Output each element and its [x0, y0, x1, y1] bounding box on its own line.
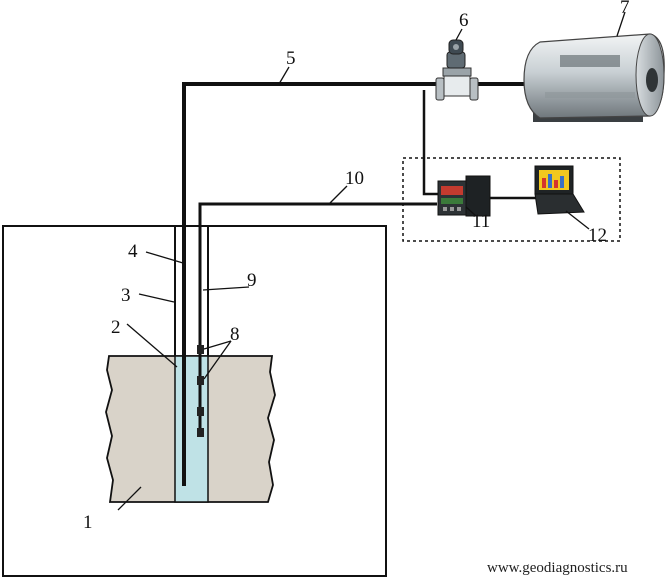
- flowmeter-to-controller-line: [422, 90, 438, 196]
- gas-supply-pipe: [182, 82, 438, 486]
- sensor-tip: [197, 428, 204, 437]
- flowmeter-icon: [435, 39, 479, 101]
- label-7: 7: [620, 0, 630, 18]
- label-1: 1: [83, 512, 93, 533]
- label-11: 11: [472, 211, 490, 232]
- leader-lines: [117, 11, 626, 511]
- label-8: 8: [230, 324, 240, 345]
- controller-icon: [437, 175, 491, 217]
- sensor-lower: [197, 376, 204, 385]
- source-credit: www.geodiagnostics.ru: [487, 560, 628, 576]
- label-5: 5: [286, 48, 296, 69]
- label-10: 10: [345, 168, 364, 189]
- gas-tank-icon: [523, 33, 665, 122]
- label-6: 6: [459, 10, 469, 31]
- label-2: 2: [111, 317, 121, 338]
- laptop-icon: [534, 165, 585, 215]
- label-12: 12: [588, 225, 607, 246]
- sensor-upper: [197, 345, 204, 354]
- sensor-cable: [198, 202, 437, 436]
- label-3: 3: [121, 285, 131, 306]
- label-4: 4: [128, 241, 138, 262]
- label-9: 9: [247, 270, 257, 291]
- sensor-bottom: [197, 407, 204, 416]
- data-acquisition-frame: [402, 157, 621, 242]
